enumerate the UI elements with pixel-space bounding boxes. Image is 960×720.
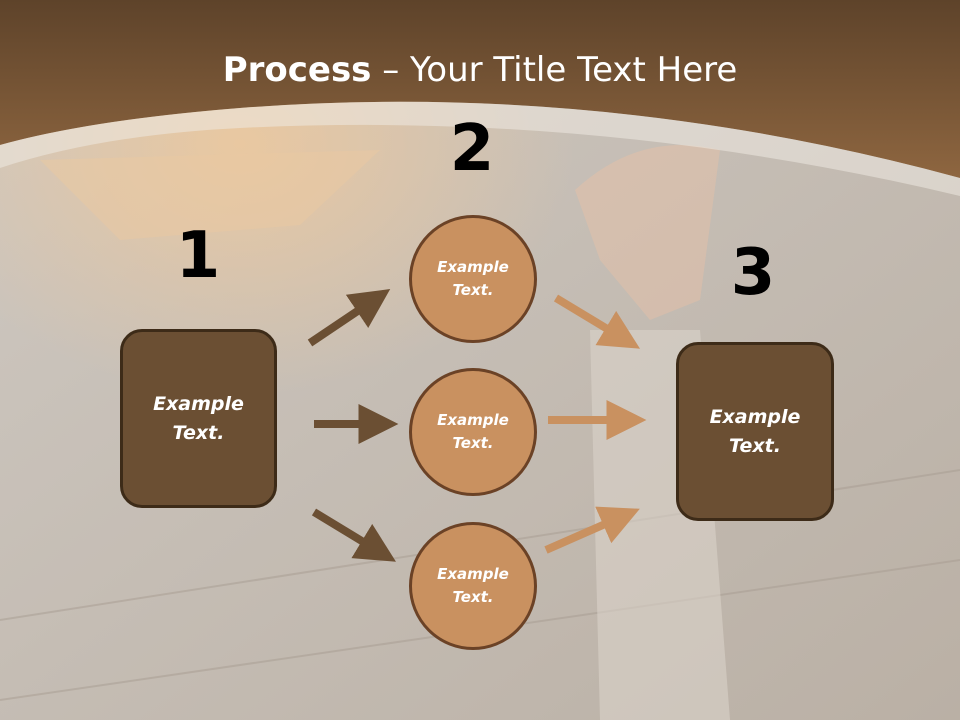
circle-middle-text: Example Text.: [437, 411, 509, 452]
step-number-3: 3: [730, 236, 776, 310]
left-box-text: Example Text.: [153, 392, 244, 444]
title-banner: [0, 0, 960, 178]
circle-bottom-text: Example Text.: [437, 565, 509, 606]
banner-swoosh: [0, 101, 960, 196]
slide-title: Process – Your Title Text Here: [0, 50, 960, 90]
right-box-text: Example Text.: [709, 405, 801, 457]
left-box: Example Text.: [120, 329, 277, 508]
step-number-1: 1: [175, 219, 221, 293]
circle-bottom: Example Text.: [409, 522, 537, 650]
right-box: Example Text.: [676, 342, 834, 521]
step-number-2: 2: [449, 112, 495, 186]
arrow-left-down: [311, 508, 396, 562]
circle-middle: Example Text.: [409, 368, 537, 496]
arrow-left-up: [307, 289, 391, 347]
circle-top: Example Text.: [409, 215, 537, 343]
circle-top-text: Example Text.: [437, 258, 509, 299]
arrow-right-down: [544, 506, 640, 554]
title-rest: – Your Title Text Here: [371, 50, 738, 90]
arrow-right-up: [553, 294, 641, 349]
title-bold: Process: [222, 50, 372, 90]
